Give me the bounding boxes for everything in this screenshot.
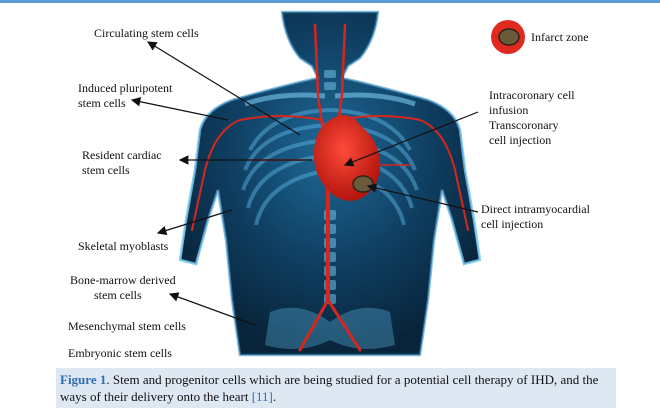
label-transcoronary-1: Transcoronary: [489, 118, 559, 132]
arrow-marrow: [168, 292, 256, 326]
caption-reference-link[interactable]: [11]: [251, 389, 273, 404]
arrow-intramyocardial: [366, 183, 479, 213]
caption-end: .: [272, 389, 277, 404]
label-induced-pluripotent-1: Induced pluripotent: [78, 81, 173, 95]
label-bone-marrow-1: Bone-marrow derived: [70, 273, 176, 287]
infarct-legend-icon: [491, 20, 525, 54]
label-transcoronary-2: cell injection: [489, 133, 552, 147]
caption-body: . Stem and progenitor cells which are be…: [60, 372, 599, 404]
label-intramyocardial-1: Direct intramyocardial: [481, 202, 590, 216]
label-skeletal-myoblasts: Skeletal myoblasts: [78, 239, 169, 253]
label-arrows: [130, 41, 479, 326]
label-embryonic: Embryonic stem cells: [68, 346, 172, 360]
figure-label: Figure 1: [60, 372, 107, 387]
label-induced-pluripotent-2: stem cells: [78, 96, 126, 110]
arrow-ipsc: [130, 97, 229, 121]
label-infarct-zone: Infarct zone: [531, 30, 589, 44]
arrow-circulating: [146, 41, 301, 136]
infarct-spot: [352, 175, 374, 193]
label-circulating-stem-cells: Circulating stem cells: [94, 26, 199, 40]
label-intracoronary-2: infusion: [489, 103, 529, 117]
label-bone-marrow-2: stem cells: [94, 288, 142, 302]
label-resident-cardiac-2: stem cells: [82, 163, 130, 177]
arrow-intracoronary: [343, 111, 479, 167]
label-intramyocardial-2: cell injection: [481, 217, 544, 231]
label-intracoronary-1: Intracoronary cell: [489, 88, 575, 102]
figure-caption: Figure 1. Stem and progenitor cells whic…: [60, 371, 616, 405]
top-rule: [0, 0, 660, 3]
arrow-myoblasts: [156, 209, 233, 236]
label-mesenchymal: Mesenchymal stem cells: [68, 319, 186, 333]
label-resident-cardiac-1: Resident cardiac: [82, 148, 162, 162]
caption-background: [56, 368, 616, 408]
